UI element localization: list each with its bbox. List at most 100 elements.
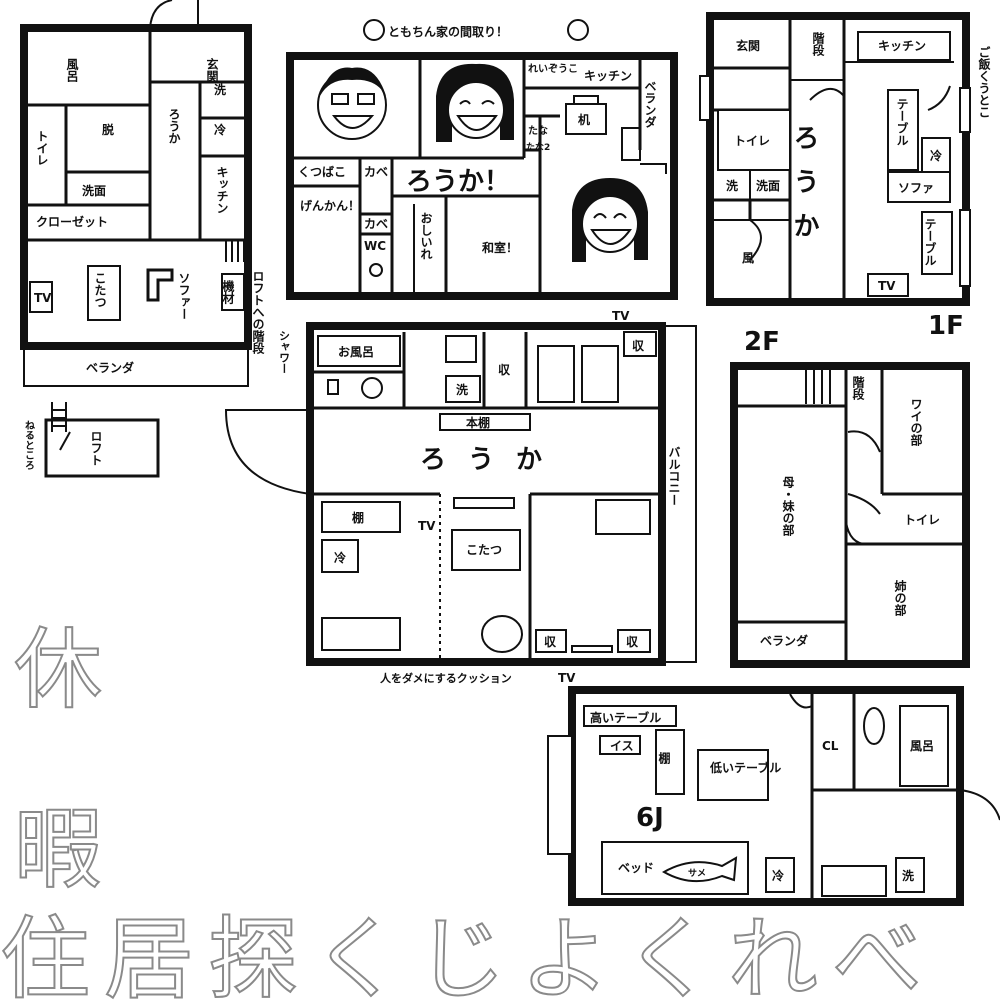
p4-bath-label: お風呂 [338, 345, 374, 359]
p3-1f-dining-note: ご飯くうとこ [977, 45, 991, 118]
p2-desk-label: 机 [578, 112, 590, 127]
p3-2f-toilet-label: トイレ [904, 513, 940, 527]
p4-shower-label: シャワー [278, 330, 291, 374]
p1-dressing-label: 脱 [102, 122, 114, 137]
p3-1f-hall-label: ろうか [789, 124, 819, 256]
ghost-bottom-text: 住居探くじよくれべ [0, 907, 936, 1000]
ghost-vertical-text: 休 暇 [13, 617, 103, 902]
p2-closet-label: おしいれ [419, 212, 433, 260]
p1-fridge-label: 冷 [214, 122, 226, 137]
p2-wall2-label: カベ [364, 217, 388, 231]
p4-tv-label-mid: TV [418, 519, 436, 533]
p4-wash-label: 洗 [456, 382, 468, 397]
plan-3-1f: 1F 玄関 階段 キッチン ご飯くうとこ テーブル トイレ 冷 洗 洗面 ソファ… [699, 12, 991, 341]
plan-4: お風呂 シャワー 洗 収 収 本棚 ろうか バルコニー 棚 冷 こたつ 収 収 … [224, 309, 697, 685]
p5-high-table-label: 高いテーブル [590, 710, 661, 725]
ghost-char-kyu: 休 [14, 618, 102, 721]
p4-storage3-label: 収 [544, 635, 557, 649]
p4-tv-label-top: TV [612, 309, 630, 323]
p1-kitchen-label: キッチン [215, 166, 229, 214]
p1-kotatsu-label: こたつ [93, 272, 107, 308]
p4-storage4-label: 収 [626, 635, 639, 649]
p4-fridge-label: 冷 [334, 550, 346, 565]
p1-door-arc [149, 0, 173, 29]
p1-washroom-label: 洗面 [82, 183, 106, 198]
p3-2f-veranda-label: ベランダ [760, 633, 808, 648]
p4-bookshelf-label: 本棚 [466, 415, 490, 430]
p1-bath-label: 風呂 [65, 58, 79, 83]
p3-2f-my-room-label: ワイの部 [909, 398, 923, 447]
p1-hall-label: ろうか [167, 108, 181, 144]
p1-veranda-label: ベランダ [86, 360, 134, 375]
p2-wc-label: WC [364, 239, 386, 253]
p3-2f-mom-room-label: 母・妹の部 [781, 476, 795, 537]
p4-kotatsu-label: こたつ [466, 543, 502, 557]
p4-shelf-label: 棚 [352, 510, 364, 525]
p3-2f-sister-room-label: 姉の部 [893, 579, 907, 617]
plan-3-2f: 2F 階段 ワイの部 母・妹の部 トイレ 姉の部 ベランダ [730, 327, 970, 668]
p5-chair-label: イス [610, 739, 634, 753]
p2-hall-label: ろうか！ [406, 167, 510, 197]
plan-5: 高いテーブル イス 棚 低いテーブル ベッド サメ 冷 CL 風呂 洗 6J [547, 686, 1000, 906]
p2-title: ともちん家の間取り！ [388, 24, 508, 39]
ghost-char-ka: 暇 [14, 798, 102, 901]
p2-tatami-label: 和室！ [481, 240, 518, 255]
p3-1f-sofa-label: ソファ [898, 181, 934, 195]
p5-shark-label: サメ [688, 868, 706, 879]
p5-low-table-label: 低いテーブル [709, 760, 781, 775]
p2-wall1-label: カベ [364, 165, 388, 179]
p5-bed-label: ベッド [618, 861, 654, 875]
loft-plan: ロフト ねるところ [23, 402, 160, 478]
p3-2f-outline [730, 362, 970, 668]
p1-wash-label: 洗 [214, 82, 226, 97]
p1-entrance-label: 玄関 [205, 57, 219, 83]
p2-genkan-label: げんかん！ [300, 198, 360, 213]
p2-outline [286, 52, 678, 300]
p3-2f-stairs-label: 階段 [851, 375, 865, 401]
p5-shelf-label: 棚 [657, 751, 671, 765]
p3-1f-toilet-label: トイレ [734, 134, 770, 148]
p4-tv-label-bottom: TV [558, 671, 576, 685]
p3-2f-floor-label: 2F [744, 327, 780, 357]
p1-sofa-label: ソファー [177, 272, 191, 320]
p3-1f-stairs-label: 階段 [811, 31, 825, 57]
shark-cushion-icon [661, 856, 738, 883]
p3-1f-wash-label: 洗 [726, 178, 738, 193]
p1-loft-stair-note: ロフトへの階段 [251, 270, 265, 355]
p3-2f-stairs [805, 370, 831, 404]
p1-balcony [23, 345, 249, 387]
face-man-glasses [317, 67, 387, 140]
p1-loft-stairs [225, 240, 245, 262]
p3-1f-entrance-label: 玄関 [736, 38, 760, 53]
p2-veranda-label: ベランダ [643, 80, 657, 128]
p3-1f-floor-label: 1F [928, 311, 964, 341]
p4-hall-label: ろうか [420, 445, 564, 475]
plan-2: ともちん家の間取り！ [286, 19, 678, 300]
p3-1f-tv-label: TV [878, 279, 896, 293]
p1-tv-label: TV [34, 291, 52, 305]
p2-shelf1-label: たな [528, 125, 548, 137]
p2-kitchen-label: キッチン [584, 69, 632, 83]
p5-closet-label: CL [822, 739, 839, 753]
p2-shelf2-label: たな2 [526, 142, 550, 153]
p5-wash-label: 洗 [902, 868, 914, 883]
p3-1f-washroom-label: 洗面 [756, 178, 780, 193]
p4-balcony [661, 325, 697, 663]
p3-1f-table1-label: テーブル [895, 98, 909, 146]
p5-bath-label: 風呂 [910, 739, 934, 753]
p3-1f-fridge-label: 冷 [930, 148, 942, 163]
p1-toilet-label: トイレ [35, 130, 49, 166]
p5-size-label: 6J [636, 803, 664, 833]
p2-fridge-label: れいぞうこ [528, 63, 578, 75]
p4-cushion-label: 人をダメにするクッション [380, 671, 512, 685]
loft-label: ロフト [89, 430, 103, 466]
p5-fridge-label: 冷 [772, 868, 784, 883]
p3-1f-bath-label: 風 [742, 251, 754, 265]
p1-equipment-label: 機材 [221, 279, 235, 305]
p4-storage1-label: 収 [498, 363, 511, 377]
p3-1f-table2-label: テーブル [923, 218, 937, 266]
p2-shoebox-label: くつばこ [298, 164, 346, 179]
p3-1f-outline [706, 12, 970, 306]
